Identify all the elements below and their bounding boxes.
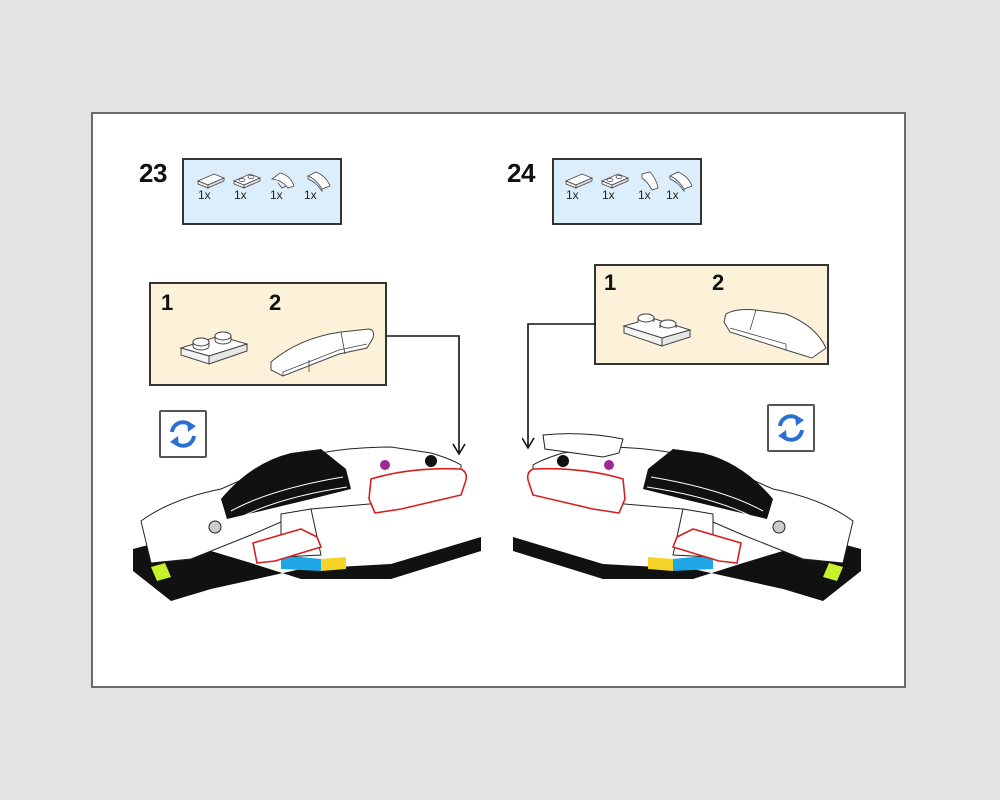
plate-1x2-icon [600,173,630,189]
rotate-model-icon [778,414,804,442]
curved-slope-assembly-icon [270,328,374,377]
tile-1x2-icon [196,173,226,189]
part-quantity: 1x [566,188,579,202]
part-quantity: 1x [304,188,317,202]
part-quantity: 1x [198,188,211,202]
substep-number-2: 2 [269,290,282,315]
substep-number-1: 1 [161,290,174,315]
instruction-page: 23 1x 1x 1x [91,112,906,688]
plate-1x2-icon [179,331,249,365]
tile-1x2-icon [564,173,594,189]
parts-list-step-23: 1x 1x 1x 1x [182,158,342,225]
part-curved-slope: 1x [662,160,698,215]
sub-assembly-callout-24: 1 2 [594,264,829,365]
curved-slope-right-icon [641,171,659,191]
curved-slope-icon [307,171,331,192]
callout-arrow-24 [522,323,596,450]
part-quantity: 1x [234,188,247,202]
curved-slope-assembly-icon [723,309,827,359]
curved-slope-left-icon [270,172,295,189]
part-quantity: 1x [602,188,615,202]
part-tile-1x2: 1x [194,160,230,215]
part-curved-slope-right: 1x [634,160,670,215]
curved-slope-icon [669,171,693,192]
part-plate-1x2: 1x [598,160,634,215]
callout-arrow-23 [387,335,466,456]
part-quantity: 1x [270,188,283,202]
rotate-model-button-24[interactable] [767,404,815,452]
part-quantity: 1x [666,188,679,202]
rotate-model-icon [170,420,196,448]
part-tile-1x2: 1x [562,160,598,215]
step-number-24: 24 [507,158,535,188]
plate-1x2-icon [232,173,262,189]
part-quantity: 1x [638,188,651,202]
substep-number-1: 1 [604,270,617,295]
plate-1x2-icon [622,313,692,347]
car-model-step-23 [133,446,481,601]
rotate-model-button-23[interactable] [159,410,207,458]
part-curved-slope: 1x [300,160,336,215]
car-model-step-24 [513,433,861,601]
substep-number-2: 2 [712,270,725,295]
part-plate-1x2: 1x [230,160,266,215]
sub-assembly-callout-23: 1 2 [149,282,387,386]
part-curved-slope-left: 1x [266,160,302,215]
step-number-23: 23 [139,158,167,188]
parts-list-step-24: 1x 1x 1x 1x [552,158,702,225]
